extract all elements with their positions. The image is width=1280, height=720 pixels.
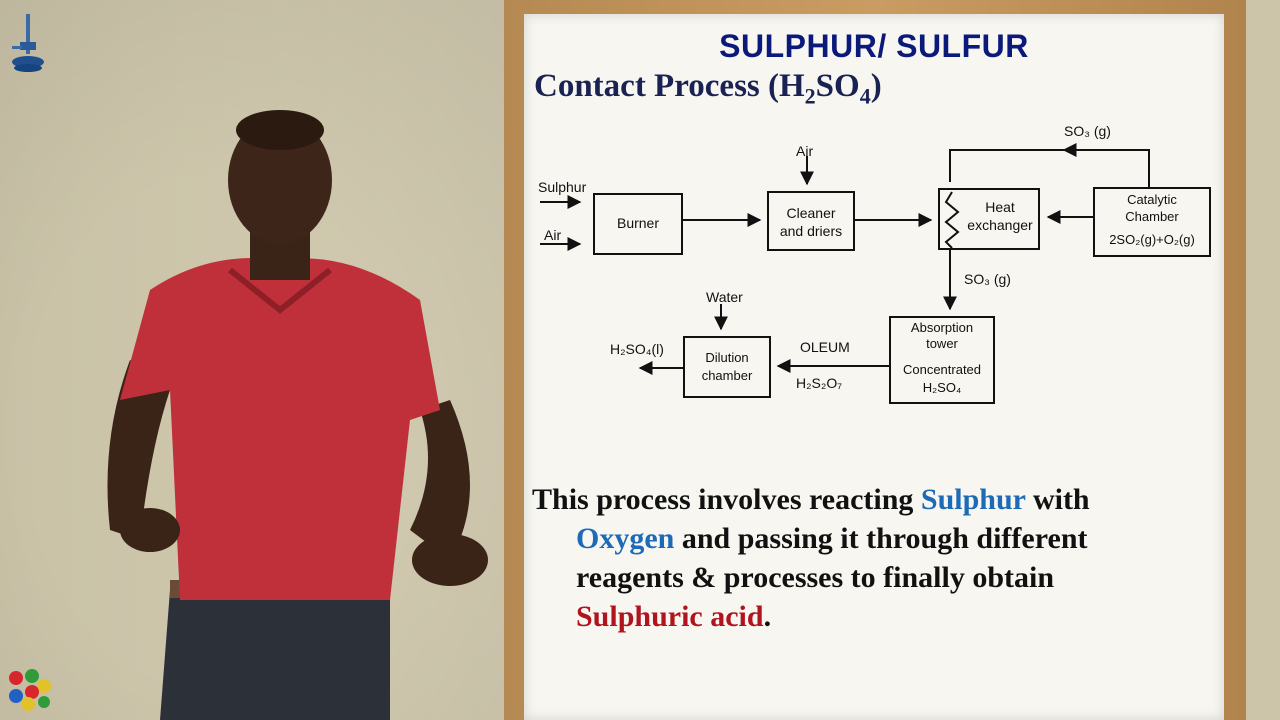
so3-recycle-line	[949, 149, 1150, 188]
label-so3-mid: SO₃ (g)	[964, 271, 1011, 287]
absorption-tower-box	[889, 316, 995, 404]
wall-right	[1246, 0, 1280, 720]
desc-highlight-acid: Sulphuric acid	[576, 600, 764, 633]
label-sulphur: Sulphur	[538, 179, 587, 195]
absorption-label-4: H₂SO₄	[923, 380, 962, 395]
subtitle-sub-4: 4	[859, 83, 871, 109]
subtitle-sub-2: 2	[804, 83, 816, 109]
cleaner-label-2: and driers	[780, 223, 842, 239]
catalytic-label-1: Catalytic	[1127, 192, 1177, 207]
absorption-label-1: Absorption	[911, 320, 973, 335]
cleaner-label-1: Cleaner	[786, 205, 835, 221]
subtitle-prefix: Contact Process (H	[534, 68, 805, 104]
whiteboard: SULPHUR/ SULFUR Contact Process (H2SO4)	[524, 14, 1224, 720]
label-oleum: OLEUM	[800, 339, 850, 355]
subtitle-suffix: )	[870, 68, 882, 104]
cleaner-box	[767, 191, 855, 251]
heat-label-1: Heat	[985, 199, 1015, 215]
absorption-label-3: Concentrated	[903, 362, 981, 377]
heat-exchanger-coil	[944, 191, 960, 249]
contact-process-flow-diagram: Sulphur Air Air Water Burner Cleaner and…	[538, 123, 1211, 404]
heat-exchanger-box	[938, 188, 1040, 250]
label-air: Air	[544, 227, 561, 243]
desc-highlight-oxygen: Oxygen	[576, 522, 675, 555]
catalytic-chamber-box	[1093, 187, 1211, 257]
desc-text-2: with	[1025, 483, 1090, 516]
desc-line-4: Sulphuric acid.	[532, 597, 1222, 636]
desc-text-3: and passing it through different	[674, 522, 1088, 555]
dilution-label-2: chamber	[702, 368, 753, 383]
process-description: This process involves reacting Sulphur w…	[532, 480, 1222, 636]
bunsen-burner-logo-icon	[12, 14, 44, 72]
label-h2s2o7: H₂S₂O₇	[796, 375, 842, 391]
board-title: SULPHUR/ SULFUR	[719, 28, 1029, 64]
desc-line-3: reagents & processes to finally obtain	[576, 561, 1055, 594]
burner-label: Burner	[617, 215, 659, 231]
dilution-chamber-box	[683, 336, 771, 398]
presenter-figure	[107, 110, 488, 720]
absorption-label-2: tower	[926, 336, 958, 351]
label-water: Water	[706, 289, 743, 305]
molecule-cube-logo-icon	[9, 669, 51, 711]
board-subtitle: Contact Process (H2SO4)	[534, 68, 882, 110]
dilution-label-1: Dilution	[705, 350, 748, 365]
desc-highlight-sulphur: Sulphur	[920, 483, 1026, 516]
label-h2so4-out: H₂SO₄(l)	[610, 341, 664, 357]
subtitle-mid: SO	[815, 68, 860, 104]
heat-label-2: exchanger	[967, 217, 1033, 233]
catalytic-equation: 2SO₂(g)+O₂(g)	[1109, 232, 1195, 247]
label-so3-top: SO₃ (g)	[1064, 123, 1111, 139]
desc-text-5: .	[763, 600, 772, 633]
label-air-top: Air	[796, 143, 813, 159]
catalytic-label-2: Chamber	[1125, 209, 1179, 224]
burner-box	[593, 193, 683, 255]
desc-text-1: This process involves reacting	[532, 483, 921, 516]
desc-line-2: Oxygen and passing it through different	[532, 519, 1222, 558]
